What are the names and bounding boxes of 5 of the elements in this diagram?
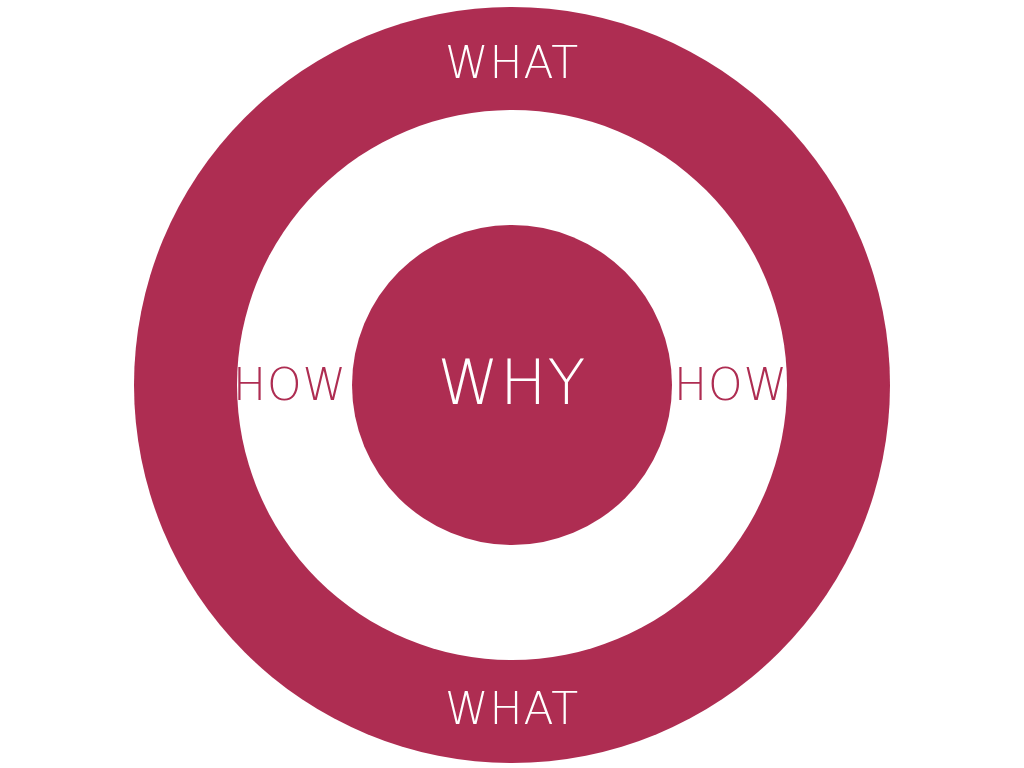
ring-label: WHAT <box>444 687 580 731</box>
ring-label: HOW <box>673 363 789 407</box>
center-label: WHY <box>437 352 587 414</box>
ring-label: WHAT <box>444 41 580 85</box>
ring-label: HOW <box>232 363 348 407</box>
